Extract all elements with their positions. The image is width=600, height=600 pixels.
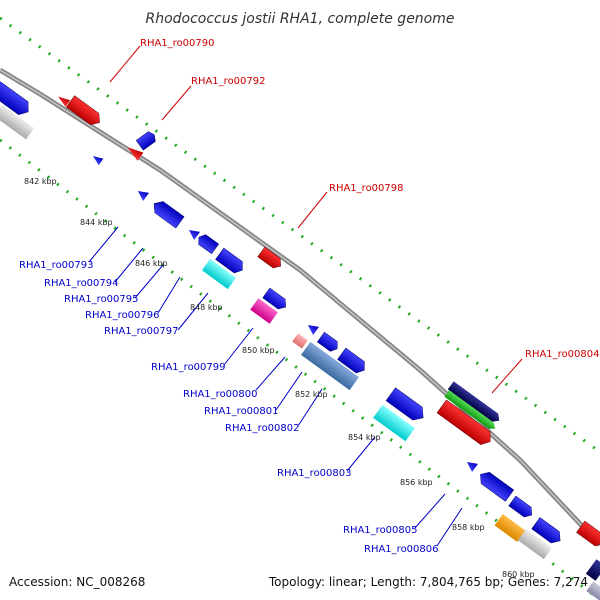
gene-label-ro00800[interactable]: RHA1_ro00800 [183,389,258,400]
scale-label: 844 kbp [80,218,113,227]
gene-label-ro00795[interactable]: RHA1_ro00795 [64,294,139,305]
gene-feature-ro00792[interactable] [125,143,144,161]
forward-scale-track [0,16,600,454]
scale-label: 856 kbp [400,478,433,487]
gene-feature[interactable] [135,130,158,151]
gene-label-ro00804[interactable]: RHA1_ro00804 [525,349,600,360]
gene-feature-ro00798[interactable] [257,246,284,271]
gene-label-ro00806[interactable]: RHA1_ro00806 [364,544,439,555]
gene-feature[interactable] [517,528,553,560]
scale-label: 846 kbp [135,259,168,268]
gene-feature[interactable] [576,520,600,549]
gene-feature[interactable] [585,559,600,581]
gene-label-ro00790[interactable]: RHA1_ro00790 [140,38,215,49]
accession-text: Accession: NC_008268 [9,575,145,589]
gene-feature[interactable] [0,81,33,118]
gene-feature-ro00795[interactable] [186,226,200,240]
gene-feature[interactable] [215,247,247,276]
gene-label-ro00793[interactable]: RHA1_ro00793 [19,260,94,271]
gene-feature[interactable] [586,581,600,600]
genome-stats-text: Topology: linear; Length: 7,804,765 bp; … [268,575,588,589]
gene-feature[interactable] [0,104,35,140]
forward-leader-lines [109,45,523,394]
gene-label-ro00801[interactable]: RHA1_ro00801 [204,406,279,417]
scale-label: 854 kbp [348,433,381,442]
gene-feature-ro00801[interactable] [301,341,359,391]
forward-track-dots [0,16,600,454]
gene-feature-ro00805[interactable] [476,469,515,502]
gene-label-ro00797[interactable]: RHA1_ro00797 [104,326,179,337]
scale-label: 842 kbp [24,177,57,186]
reverse-gene-labels: RHA1_ro00793 RHA1_ro00794 RHA1_ro00795 R… [19,260,439,555]
scale-label: 858 kbp [452,523,485,532]
scale-label: 848 kbp [190,303,223,312]
gene-feature[interactable] [337,347,369,376]
gene-label-ro00794[interactable]: RHA1_ro00794 [44,278,119,289]
gene-features [0,81,600,600]
gene-feature-ro00797[interactable] [201,258,237,290]
forward-gene-labels: RHA1_ro00790 RHA1_ro00792 RHA1_ro00798 R… [140,38,600,360]
gene-feature[interactable] [317,331,340,353]
scale-label: 850 kbp [242,346,275,355]
gene-feature-ro00796[interactable] [195,232,219,255]
gene-feature[interactable] [508,495,535,520]
gene-feature[interactable] [531,517,564,547]
scale-label: 860 kbp [502,570,535,579]
gene-label-ro00792[interactable]: RHA1_ro00792 [191,76,266,87]
gene-feature-ro00800[interactable] [292,333,308,349]
gene-feature-ro00802[interactable] [373,404,415,442]
gene-label-ro00796[interactable]: RHA1_ro00796 [85,310,160,321]
gene-feature[interactable] [305,321,319,335]
scale-label: 852 kbp [295,390,328,399]
gene-feature-ro00804-c[interactable] [436,399,495,448]
gene-label-ro00799[interactable]: RHA1_ro00799 [151,362,226,373]
scale-labels: 842 kbp 844 kbp 846 kbp 848 kbp 850 kbp … [24,177,535,579]
reverse-leader-lines [88,226,463,547]
map-title: Rhodococcus jostii RHA1, complete genome [145,11,454,27]
gene-feature-ro00804-a[interactable] [447,381,502,424]
gene-feature-ro00794[interactable] [150,198,185,229]
gene-feature[interactable] [56,93,71,107]
gene-label-ro00802[interactable]: RHA1_ro00802 [225,423,300,434]
gene-feature[interactable] [464,458,478,472]
gene-feature-ro00793[interactable] [135,187,149,201]
gene-feature-ro00804-b[interactable] [444,390,497,432]
gene-label-ro00805[interactable]: RHA1_ro00805 [343,525,418,536]
gene-feature[interactable] [262,287,289,312]
gene-feature[interactable] [91,153,104,166]
gene-feature-ro00803[interactable] [385,387,428,424]
gene-label-ro00803[interactable]: RHA1_ro00803 [277,468,352,479]
gene-label-ro00798[interactable]: RHA1_ro00798 [329,183,404,194]
gene-feature-ro00799[interactable] [250,298,278,324]
gene-feature-ro00790[interactable] [65,95,103,128]
genome-backbone-highlight [0,69,600,546]
gene-feature-ro00806[interactable] [494,514,526,542]
